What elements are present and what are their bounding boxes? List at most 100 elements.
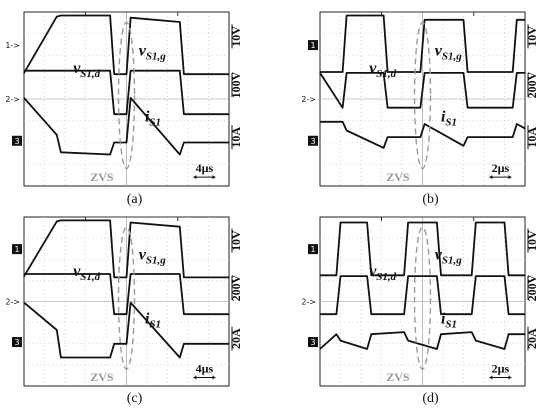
channel-marker-label: 3 (310, 137, 315, 146)
drain-voltage-trace-point (462, 72, 465, 74)
gate-voltage-trace-point (23, 72, 25, 74)
gate-voltage-trace-point (424, 19, 426, 21)
drain-voltage-trace-point (183, 313, 185, 315)
drain-signal-label-subscript: S1,d (376, 271, 396, 283)
gate-voltage-trace-point (370, 274, 372, 276)
switch-current-trace (320, 120, 526, 149)
switch-current-trace-point (23, 302, 25, 304)
gate-scale-label: 10V (229, 26, 243, 47)
switch-current-trace-point (387, 136, 389, 138)
gate-voltage-trace-point (462, 19, 465, 21)
gate-voltage-trace-point (56, 16, 58, 18)
drain-signal-label: vS1,d (369, 60, 396, 80)
channel-marker-box (308, 244, 318, 255)
drain-scale-label: 200V (525, 71, 539, 98)
drain-voltage-trace-point (113, 313, 115, 315)
drain-voltage-trace (320, 275, 525, 316)
current-signal-label: iS1 (145, 310, 161, 330)
scope-grid (320, 217, 525, 386)
drain-voltage-trace-point (179, 70, 181, 72)
gate-voltage-trace-point (130, 221, 132, 224)
drain-voltage-trace-point (512, 107, 514, 109)
gate-voltage-trace-point (524, 274, 526, 276)
zvs-annotation: ZVS (386, 370, 410, 384)
channel-marker-box (12, 244, 22, 255)
switch-current-trace-point (346, 129, 348, 132)
channel-marker-label: 1-> (5, 41, 20, 50)
scope-grid (24, 12, 229, 186)
zvs-annotation: ZVS (90, 170, 114, 184)
current-signal-label-subscript: S1 (149, 117, 161, 129)
gate-voltage-trace-point (319, 71, 321, 73)
drain-voltage-trace-point (346, 72, 348, 74)
gate-voltage-trace-point (440, 274, 442, 276)
current-signal-label-main: i (441, 310, 446, 327)
drain-voltage-trace-point (524, 313, 526, 315)
gate-voltage-trace-point (130, 17, 132, 19)
gate-voltage-trace-point (346, 14, 348, 17)
drain-voltage-trace-point (503, 275, 506, 277)
gate-voltage-trace-point (419, 71, 421, 73)
gate-voltage-trace (320, 14, 525, 73)
drain-signal-label-main: v (73, 263, 81, 280)
drain-voltage-trace-point (370, 313, 372, 315)
current-signal-label-subscript: S1 (149, 318, 161, 330)
gate-voltage-trace-point (339, 221, 342, 224)
switch-current-trace-point (475, 340, 477, 342)
trigger-bracket (381, 11, 475, 16)
gate-voltage-trace-point (407, 221, 409, 224)
gate-voltage-trace-point (56, 220, 58, 222)
switch-current-trace-point (183, 343, 185, 345)
switch-current-trace-point (524, 127, 526, 129)
switch-current-trace (23, 301, 229, 359)
switch-current-trace-point (471, 331, 473, 333)
drain-voltage-trace (319, 72, 525, 109)
current-scale-label: 20A (525, 328, 539, 349)
drain-voltage-trace-point (60, 273, 62, 275)
drain-voltage-trace-point (508, 313, 510, 315)
switch-current-trace-point (228, 343, 230, 345)
switch-current-trace-point (503, 348, 506, 350)
gate-voltage-trace-point (467, 71, 469, 73)
gate-voltage-trace-point (516, 19, 518, 21)
switch-current-trace-point (419, 136, 421, 138)
channel-marker-label: 3 (310, 338, 315, 347)
drain-signal-label-main: v (369, 60, 377, 77)
switch-current-trace-point (179, 153, 181, 156)
switch-current-trace-point (339, 340, 342, 342)
switch-current-trace-point (383, 147, 385, 149)
gate-voltage-trace-point (125, 73, 128, 75)
panel-label: (a) (127, 192, 143, 207)
drain-signal-label-subscript: S1,d (376, 68, 396, 80)
panel-label: (c) (127, 391, 143, 406)
drain-voltage-trace-point (366, 275, 368, 277)
gate-voltage-trace-point (503, 221, 506, 224)
drain-voltage-trace-point (56, 70, 58, 72)
switch-current-trace-point (407, 340, 409, 342)
current-signal-label: iS1 (441, 109, 457, 129)
switch-current-trace-point (125, 343, 128, 345)
switch-current-trace-point (370, 333, 372, 335)
switch-current-trace-point (440, 333, 442, 335)
switch-current-trace-point (524, 333, 526, 335)
switch-current-trace-point (109, 153, 111, 156)
switch-current-trace-point (319, 121, 321, 123)
gate-voltage-trace-point (23, 275, 25, 277)
trigger-bracket (381, 216, 475, 221)
switch-current-trace-point (109, 356, 111, 359)
gate-voltage-trace-point (387, 71, 389, 73)
gate-scale-label: 10V (525, 230, 539, 251)
gate-voltage-trace-point (403, 274, 405, 276)
zvs-annotation: ZVS (386, 170, 410, 184)
gate-voltage-trace-point (524, 19, 526, 21)
current-signal-label-main: i (145, 310, 150, 327)
drain-voltage-trace-point (23, 70, 25, 72)
drain-voltage-trace-point (339, 275, 342, 277)
channel-marker-label: 2-> (5, 298, 20, 307)
drain-voltage-trace-point (109, 273, 111, 275)
drain-voltage-trace (24, 69, 229, 116)
time-per-div-label: 2µs (492, 161, 510, 175)
drain-scale-label: 200V (229, 274, 243, 301)
